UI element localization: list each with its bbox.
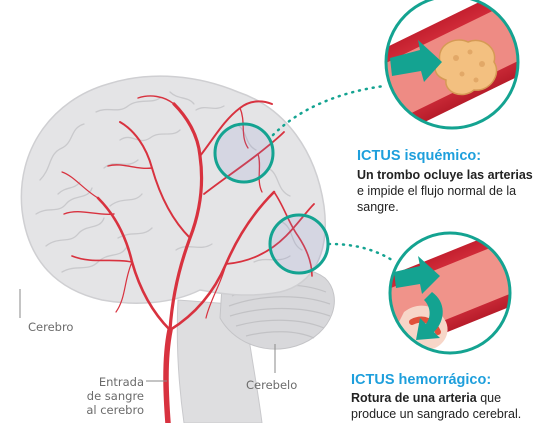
hemorrhagic-desc-line-2: produce un sangrado cerebral. [351,406,547,422]
entrada-line-1: Entrada [68,375,144,389]
cerebelo-label: Cerebelo [246,378,297,392]
ischemic-inset [342,0,549,144]
hemorrhagic-connector [329,244,392,260]
hemorrhagic-desc-rest: que [477,391,501,405]
hemorrhagic-desc-bold: Rotura de una arteria [351,391,477,405]
ischemic-title: ICTUS isquémico: [357,148,481,164]
hemorrhagic-description: Rotura de una arteria que produce un san… [351,390,547,422]
hemorrhagic-zone-marker [270,215,328,273]
entrada-line-2: de sangre [68,389,144,403]
brain-icon [21,76,325,303]
ischemic-desc-bold: Un trombo ocluye las arterias [357,168,533,182]
hemorrhagic-title: ICTUS hemorrágico: [351,372,491,388]
hemorrhagic-inset [353,215,549,359]
entrada-label: Entrada de sangre al cerebro [68,375,144,417]
entrada-line-3: al cerebro [68,403,144,417]
ischemic-description: Un trombo ocluye las arterias e impide e… [357,167,547,215]
ischemic-desc-line-2: e impide el flujo normal de la [357,183,547,199]
cerebro-label: Cerebro [28,320,73,334]
ischemic-desc-line-3: sangre. [357,199,547,215]
ischemic-zone-marker [215,124,273,182]
